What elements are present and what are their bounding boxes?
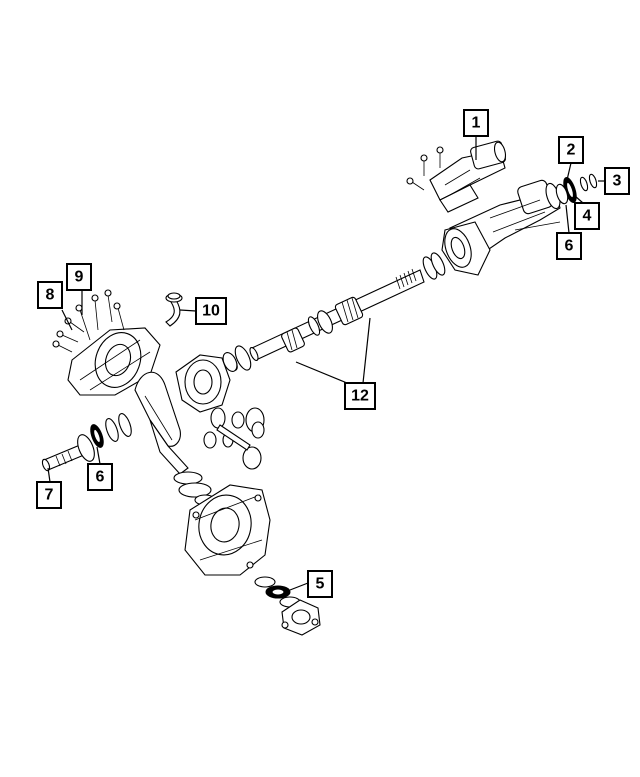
callout-7: 7 bbox=[36, 481, 62, 509]
differential-housing bbox=[184, 484, 271, 576]
callout-9: 9 bbox=[66, 263, 92, 291]
callout-label: 12 bbox=[351, 388, 369, 405]
callout-label: 6 bbox=[565, 238, 574, 255]
callout-1: 1 bbox=[463, 109, 489, 137]
callout-6-right: 6 bbox=[556, 232, 582, 260]
callout-5: 5 bbox=[307, 570, 333, 598]
left-seal-rings bbox=[90, 413, 132, 448]
differential-carrier bbox=[175, 352, 238, 413]
callout-label: 9 bbox=[75, 269, 84, 286]
callout-label: 5 bbox=[316, 576, 325, 593]
callout-label: 6 bbox=[96, 469, 105, 486]
intermediate-axle-shaft bbox=[226, 252, 446, 371]
callout-12: 12 bbox=[344, 382, 376, 410]
cover-bolts bbox=[52, 289, 125, 353]
callout-label: 7 bbox=[45, 487, 54, 504]
right-seal-bearing-group bbox=[555, 173, 598, 205]
bracket-bolts bbox=[406, 146, 444, 191]
actuator-bracket-assembly bbox=[406, 140, 507, 213]
leader-lines bbox=[47, 137, 605, 591]
left-housing-cover bbox=[52, 289, 161, 396]
callout-2: 2 bbox=[558, 136, 584, 164]
right-axle-tube-housing bbox=[441, 179, 561, 276]
vent-tube bbox=[165, 292, 183, 327]
callout-6-left: 6 bbox=[87, 463, 113, 491]
callout-4: 4 bbox=[574, 202, 600, 230]
callout-label: 8 bbox=[46, 287, 55, 304]
callout-label: 3 bbox=[613, 173, 622, 190]
callout-label: 1 bbox=[472, 115, 481, 132]
ring-gear-pinion bbox=[134, 371, 189, 475]
left-stub-shaft bbox=[41, 434, 95, 472]
callout-label: 10 bbox=[202, 303, 220, 320]
pinion-seal-yoke bbox=[254, 576, 321, 636]
callout-3: 3 bbox=[604, 167, 630, 195]
callout-label: 4 bbox=[583, 208, 592, 225]
differential-gears bbox=[203, 407, 265, 470]
callout-8: 8 bbox=[37, 281, 63, 309]
callout-label: 2 bbox=[567, 142, 576, 159]
callout-10: 10 bbox=[195, 297, 227, 325]
